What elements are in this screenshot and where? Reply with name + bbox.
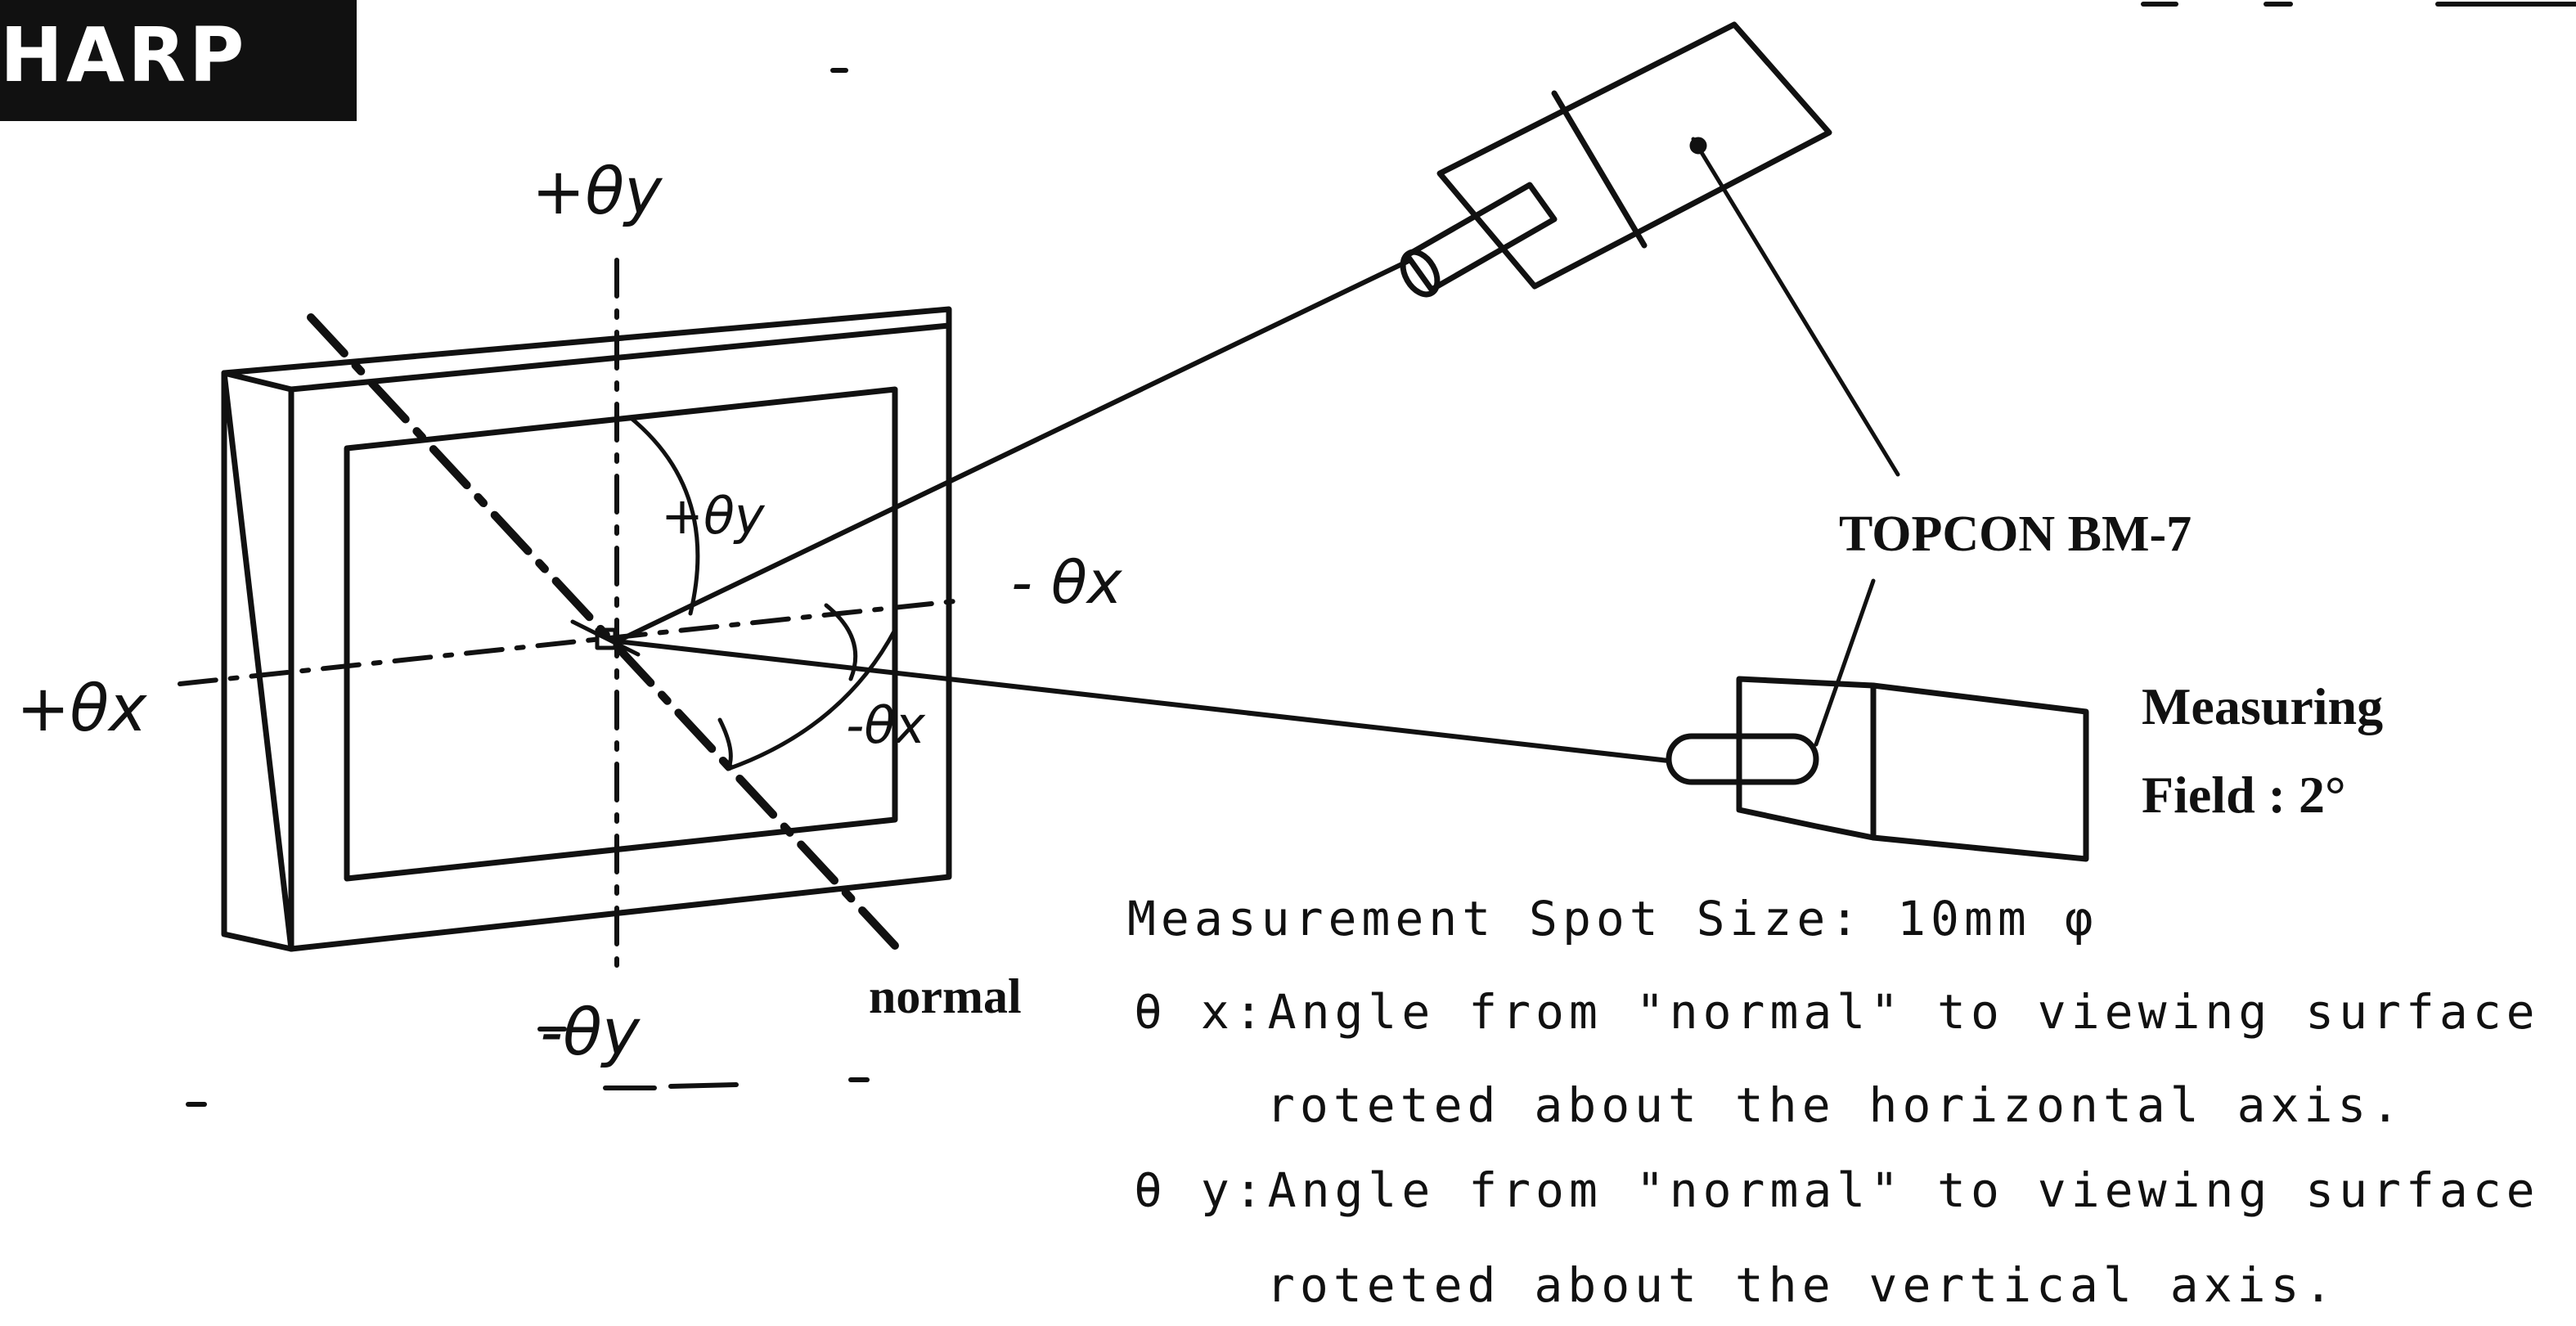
leader-lower [1814, 578, 1876, 747]
logo: HARP [0, 0, 357, 121]
instrument-upper-lens [1404, 182, 1558, 293]
label-minus-theta-y-bottom: -θy [540, 996, 641, 1070]
label-plus-theta-y-top: +θy [532, 155, 663, 229]
ray-lower [614, 639, 1671, 763]
scan-specks [186, 2, 2576, 1107]
instrument-upper-lens-tip [1400, 249, 1441, 298]
label-normal: normal [869, 969, 1022, 1023]
origin-mark [570, 619, 641, 657]
label-plus-theta-x-left: +θx [16, 672, 147, 746]
logo-text: HARP [0, 11, 248, 99]
note-theta-x-line1: θ x:Angle from "normal" to viewing surfa… [1134, 984, 2540, 1040]
label-plus-theta-y-inner: +θy [661, 486, 765, 546]
panel-screen [344, 386, 898, 882]
label-measuring-line2: Field : 2° [2142, 766, 2346, 824]
label-minus-theta-x-right: - θx [1011, 548, 1122, 617]
leader-upper [1691, 137, 1900, 477]
instrument-lower-body [1736, 676, 2089, 862]
instrument-lower [1666, 676, 2089, 862]
panel-top-edge [221, 370, 294, 393]
instrument-upper-body [1436, 21, 1832, 290]
lcd-panel [221, 306, 952, 952]
origin-box [595, 627, 618, 650]
panel-front-face [221, 306, 952, 952]
panel-side-face [221, 370, 294, 952]
note-theta-y-line2: roteted about the vertical axis. [1266, 1257, 2338, 1313]
instrument-upper [1400, 21, 1832, 298]
note-theta-y-line1: θ y:Angle from "normal" to viewing surfa… [1134, 1162, 2540, 1218]
instrument-upper-edge [1551, 90, 1648, 249]
leader-upper-dot [1689, 137, 1707, 155]
note-spot-size: Measurement Spot Size: 10mm φ [1127, 891, 2098, 946]
note-theta-x-line2: roteted about the horizontal axis. [1266, 1077, 2405, 1133]
angle-arcs [570, 415, 897, 771]
theta-arc-small [717, 717, 733, 771]
measurement-rays [614, 258, 1671, 763]
plus-theta-y-arc [627, 415, 700, 616]
minus-theta-x-arc [726, 627, 897, 771]
label-minus-theta-x-inner: -θx [846, 695, 925, 755]
ray-upper [614, 258, 1413, 644]
label-instrument: TOPCON BM-7 [1839, 506, 2192, 562]
panel-depth-top [288, 322, 952, 393]
label-measuring-line1: Measuring [2142, 677, 2384, 735]
leader-lines [1689, 137, 1900, 747]
horizontal-axis [178, 598, 964, 686]
speck [668, 1082, 739, 1089]
instrument-lower-lens [1666, 733, 1819, 785]
